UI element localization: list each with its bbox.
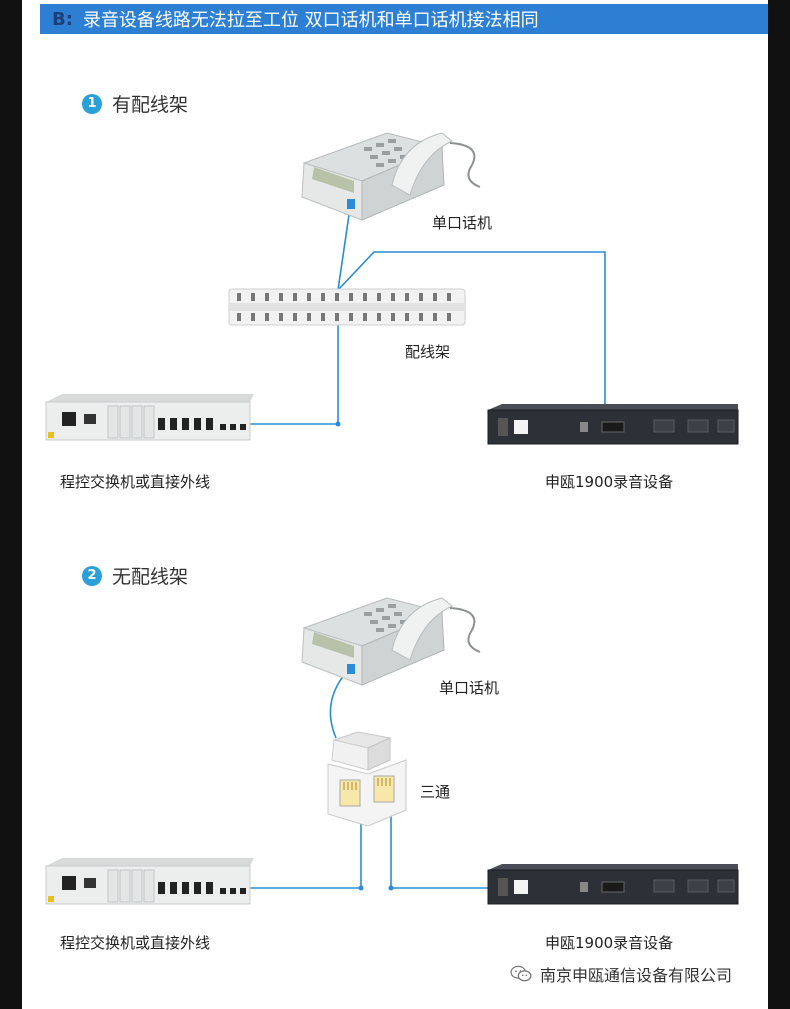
recorder-device-icon <box>487 864 739 905</box>
wire-phone-to-frame <box>337 207 351 291</box>
section1-number-badge: 1 <box>82 93 102 114</box>
watermark-text: 南京申瓯通信设备有限公司 <box>540 966 733 985</box>
section2-heading: 2 无配线架 <box>82 562 188 589</box>
section2-splitter-label: 三通 <box>420 783 451 801</box>
section1-pbx-label: 程控交换机或直接外线 <box>60 473 211 491</box>
wire-frame-to-recorder <box>337 251 606 428</box>
section1-recorder-label: 申瓯1900录音设备 <box>545 473 674 491</box>
section2-pbx-label: 程控交换机或直接外线 <box>60 934 211 952</box>
section1-phone-label: 单口话机 <box>432 214 493 232</box>
single-port-phone-icon <box>301 597 481 686</box>
section1-frame-label: 配线架 <box>405 343 451 361</box>
watermark: 南京申瓯通信设备有限公司 <box>510 962 732 986</box>
section1-title: 有配线架 <box>112 94 189 116</box>
header-title: 录音设备线路无法拉至工位 双口话机和单口话机接法相同 <box>82 10 539 31</box>
section2-recorder-label: 申瓯1900录音设备 <box>545 934 674 952</box>
section1-heading: 1 有配线架 <box>82 90 188 117</box>
rj11-splitter-icon <box>327 731 407 827</box>
recorder-device-icon <box>487 404 739 445</box>
wire-node <box>388 885 394 891</box>
header-banner: B: 录音设备线路无法拉至工位 双口话机和单口话机接法相同 <box>40 4 768 34</box>
wire-node <box>335 421 341 427</box>
single-port-phone-icon <box>301 132 481 221</box>
pbx-switch-icon <box>45 394 254 441</box>
section2-number-badge: 2 <box>82 565 102 586</box>
wire-node <box>358 885 364 891</box>
header-prefix: B: <box>52 8 73 30</box>
section2-phone-label: 单口话机 <box>439 679 500 697</box>
diagram-page: B: 录音设备线路无法拉至工位 双口话机和单口话机接法相同 1 有配线架 2 无… <box>22 0 768 1009</box>
pbx-switch-icon <box>45 858 254 905</box>
distribution-frame-icon <box>228 288 466 326</box>
section2-title: 无配线架 <box>112 566 189 588</box>
wechat-icon <box>510 965 532 982</box>
